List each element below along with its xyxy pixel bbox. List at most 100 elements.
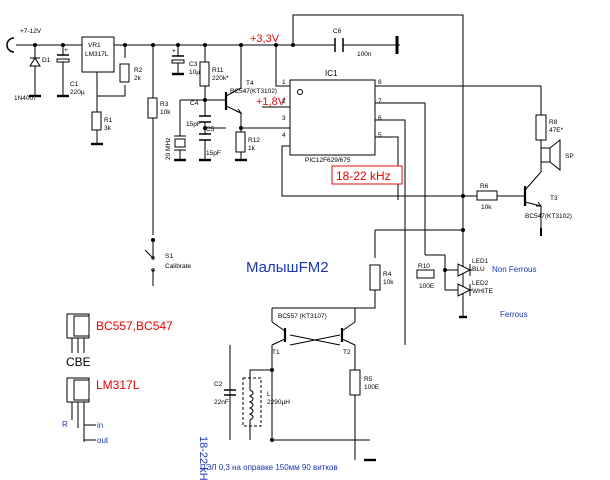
r1-resistor (91, 111, 102, 131)
t2-ref: T2 (343, 349, 351, 356)
svg-text:+: + (64, 47, 68, 54)
t1-ref: T1 (272, 349, 280, 356)
d1-ref: D1 (42, 57, 51, 64)
vr1-value: LM317L (85, 51, 109, 58)
svg-text:2: 2 (282, 98, 286, 105)
c2-value: 22nF (214, 399, 229, 406)
t4-transistor (224, 87, 243, 115)
r5-value: 100E (364, 384, 380, 391)
c5-value: 15pF (206, 150, 221, 157)
svg-text:3: 3 (282, 115, 286, 122)
c2-ref: C2 (214, 381, 223, 388)
r5-ref: R5 (364, 376, 373, 383)
d1-diode (29, 57, 41, 67)
led2-value: WHITE (472, 288, 494, 295)
c4-value: 15pF (186, 121, 201, 128)
c2-capacitor (224, 389, 236, 396)
r10-value: 100E (419, 283, 435, 290)
r4-ref: R4 (383, 271, 392, 278)
t4-value: BC547(KT3102) (230, 88, 277, 95)
c1-capacitor (56, 54, 70, 63)
ic1-ref: IC1 (325, 69, 338, 78)
r10-resistor (416, 269, 435, 279)
c4-ref: C4 (190, 100, 199, 107)
r2-resistor (119, 63, 130, 83)
ic1-part: PIC12F629/675 (305, 157, 351, 164)
rail-33v-label: +3,3V (250, 33, 280, 45)
c3-value: 10µ (189, 69, 200, 76)
led2 (457, 283, 472, 297)
node-18v-label: +1,8V (256, 96, 286, 108)
c1-value: 220µ (70, 89, 85, 96)
r11-value: 220k* (212, 75, 229, 82)
t12-value: BC557 (KT3107) (278, 313, 327, 320)
s1-ref: S1 (165, 253, 173, 260)
power-input-connector (6, 37, 15, 53)
r1-value: 3k (104, 125, 112, 132)
r6-value: 10k (481, 204, 492, 211)
l-value: 2290µH (267, 399, 290, 406)
vr1-ref: VR1 (88, 42, 101, 49)
r4-value: 10k (383, 279, 394, 286)
ic1-pin1-marker (297, 89, 303, 95)
sp-ref: SP (565, 153, 574, 160)
c3-ref: C3 (189, 61, 198, 68)
non-ferrous-label: Non Ferrous (492, 265, 536, 274)
led1-ref: LED1 (472, 258, 489, 265)
r3-ref: R3 (160, 101, 169, 108)
svg-text:5: 5 (378, 132, 382, 139)
r5-resistor (349, 369, 361, 396)
r4-resistor (369, 264, 381, 291)
pinout-bc-pins: CBE (66, 355, 91, 369)
frequency-box (331, 165, 403, 185)
c5-ref: C5 (206, 126, 215, 133)
led1 (457, 263, 472, 277)
coil-note: ПЭЛ 0,3 на оправке 150мм 90 витков (200, 463, 338, 472)
svg-text:1: 1 (282, 79, 286, 86)
svg-text:6: 6 (378, 115, 382, 122)
r1-ref: R1 (104, 117, 113, 124)
r6-ref: R6 (480, 183, 489, 190)
c3-capacitor (171, 55, 185, 64)
r11-ref: R11 (212, 67, 224, 74)
r8-resistor (535, 114, 547, 141)
speaker (540, 138, 561, 172)
s1-switch (144, 249, 155, 272)
r2-value: 2k (134, 75, 142, 82)
svg-text:8: 8 (378, 79, 382, 86)
t4-ref: T4 (246, 80, 254, 87)
c6-capacitor (334, 38, 344, 52)
svg-text:+: + (172, 48, 176, 55)
t3-ref: T3 (550, 195, 558, 202)
supply-label: +7-12V (20, 28, 42, 35)
l-ref: L (267, 391, 271, 398)
wires (16, 14, 542, 460)
r2-ref: R2 (134, 67, 143, 74)
ic1-chip (289, 79, 376, 156)
led2-ref: LED2 (472, 280, 489, 287)
d1-value: 1N4007 (14, 95, 37, 102)
t1-transistor (271, 321, 287, 346)
r10-ref: R10 (418, 263, 430, 270)
svg-text:7: 7 (378, 98, 382, 105)
r8-value: 47E* (549, 127, 564, 134)
c4-capacitor (199, 115, 211, 123)
crystal-value: 20 MHz (165, 138, 172, 160)
r8-ref: R8 (549, 119, 558, 126)
frequency-label: 18-22 kHz (336, 169, 391, 183)
pinout-lm-r: R (62, 420, 68, 429)
r3-value: 10k (160, 109, 171, 116)
t3-transistor (523, 171, 542, 207)
ferrous-label: Ferrous (500, 310, 528, 319)
pinout-lm-in: in (97, 421, 103, 430)
r12-ref: R12 (248, 137, 260, 144)
c6-value: 100n (357, 51, 372, 58)
svg-text:4: 4 (282, 132, 286, 139)
crystal-20mhz (174, 135, 186, 151)
s1-value: Calibrate (165, 263, 191, 270)
junctions (33, 43, 465, 442)
r12-resistor (235, 131, 246, 153)
ground-symbols (29, 72, 542, 462)
c1-ref: C1 (70, 81, 79, 88)
